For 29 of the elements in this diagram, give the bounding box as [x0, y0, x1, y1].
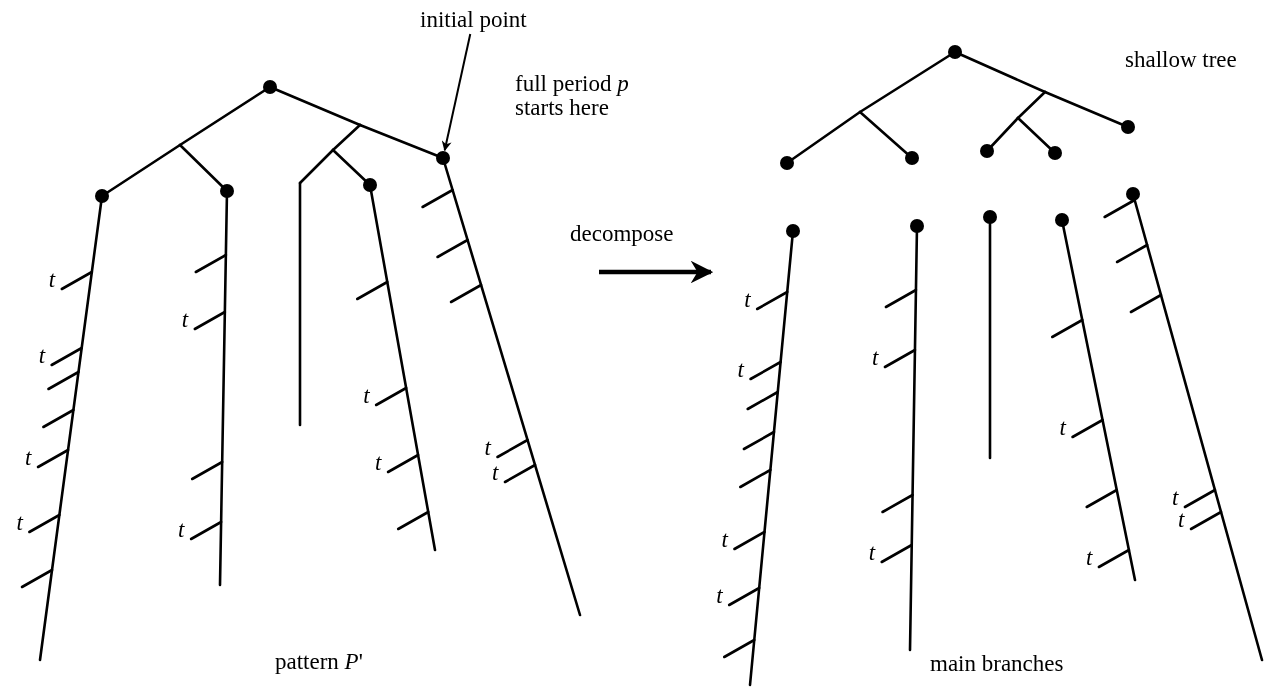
caption: shallow tree: [1125, 48, 1237, 72]
annotation-text: initial point: [420, 8, 527, 32]
branch-label: t: [868, 541, 876, 565]
branch-label: t: [871, 346, 879, 370]
branch-label: t: [1085, 546, 1093, 570]
branch-label: t: [716, 584, 723, 608]
caption: main branches: [930, 652, 1064, 676]
branch-label: t: [1178, 508, 1185, 532]
branch-label: t: [737, 358, 744, 382]
branch-label: t: [38, 344, 46, 368]
branch-label: t: [492, 461, 499, 485]
branch-label: t: [1171, 486, 1179, 510]
node-dot: [436, 151, 450, 165]
branch-label: t: [181, 308, 189, 332]
branch-label: t: [16, 511, 23, 535]
branch-label: t: [1059, 416, 1066, 440]
arrow: [441, 33, 472, 152]
branch-label: t: [178, 518, 185, 542]
annotation-text: full period p starts here: [515, 72, 630, 120]
branch-label: t: [25, 446, 32, 470]
branch-label: t: [363, 384, 370, 408]
branch-label: t: [375, 451, 382, 475]
edge-label: decompose: [570, 222, 674, 246]
branch-label: t: [484, 436, 491, 460]
branch-label: t: [721, 528, 728, 552]
arrow: [599, 260, 714, 284]
node-label: pattern P': [275, 650, 364, 674]
branch-label: t: [48, 268, 56, 292]
branch-label: t: [744, 288, 751, 312]
